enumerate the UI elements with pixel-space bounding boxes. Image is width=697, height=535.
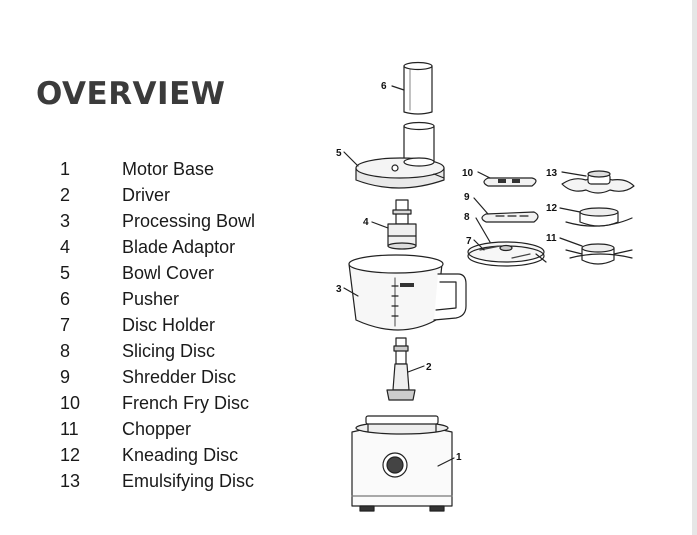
callout-1: 1 (456, 452, 462, 463)
callout-10: 10 (462, 168, 474, 179)
part-name: Shredder Disc (122, 367, 237, 387)
leader-5 (343, 151, 359, 167)
part-item: 1 Motor Base (60, 156, 255, 182)
part-number: 13 (60, 471, 81, 491)
processing-bowl-illustration (348, 254, 467, 331)
leader-13 (561, 171, 587, 177)
motor-base-illustration (351, 415, 453, 512)
part-item: 7 Disc Holder (60, 312, 255, 338)
part-name: Kneading Disc (122, 445, 239, 465)
leader-2 (407, 365, 425, 373)
bowl-cover-illustration (355, 121, 445, 189)
callout-13: 13 (546, 168, 558, 179)
emulsifying-disc-illustration (561, 170, 635, 194)
page-title: OVERVIEW (36, 76, 226, 112)
part-item: 10 French Fry Disc (60, 390, 255, 416)
callout-3: 3 (336, 284, 342, 295)
part-name: Blade Adaptor (122, 237, 236, 257)
part-item: 8 Slicing Disc (60, 338, 255, 364)
part-number: 2 (60, 185, 71, 205)
leader-4 (371, 221, 389, 229)
leader-10 (477, 171, 491, 179)
callout-2: 2 (426, 362, 432, 373)
callout-4: 4 (363, 217, 369, 228)
part-item: 11 Chopper (60, 416, 255, 442)
callout-9: 9 (464, 192, 470, 203)
part-number: 3 (60, 211, 71, 231)
french-fry-disc-illustration (483, 177, 537, 187)
part-item: 3 Processing Bowl (60, 208, 255, 234)
blade-adaptor-illustration (387, 199, 417, 250)
leader-3 (343, 287, 359, 297)
leader-12 (559, 207, 581, 213)
page-edge-strip (692, 0, 697, 535)
part-number: 6 (60, 289, 71, 309)
callout-12: 12 (546, 203, 558, 214)
part-number: 11 (60, 419, 79, 439)
part-number: 5 (60, 263, 71, 283)
callout-7: 7 (466, 236, 472, 247)
part-name: Bowl Cover (122, 263, 215, 283)
part-item: 13 Emulsifying Disc (60, 468, 255, 494)
part-item: 9 Shredder Disc (60, 364, 255, 390)
part-item: 12 Kneading Disc (60, 442, 255, 468)
callout-11: 11 (546, 233, 557, 244)
part-name: Slicing Disc (122, 341, 216, 361)
leader-9 (473, 197, 489, 215)
callout-5: 5 (336, 148, 342, 159)
shredder-disc-illustration (481, 211, 539, 223)
part-item: 6 Pusher (60, 286, 255, 312)
chopper-illustration (565, 243, 633, 265)
part-number: 9 (60, 367, 71, 387)
leader-8 (475, 217, 491, 243)
callout-8: 8 (464, 212, 470, 223)
kneading-disc-illustration (565, 207, 633, 227)
part-number: 10 (60, 393, 81, 413)
leader-1 (437, 457, 455, 467)
part-name: Processing Bowl (122, 211, 256, 231)
pusher-illustration (403, 61, 433, 115)
part-name: French Fry Disc (122, 393, 250, 413)
leader-11 (559, 237, 583, 247)
leader-7 (473, 239, 485, 251)
callout-6: 6 (381, 81, 387, 92)
part-name: Disc Holder (122, 315, 216, 335)
parts-list: 1 Motor Base 2 Driver 3 Processing Bowl 4 Bl… (60, 156, 255, 494)
part-item: 4 Blade Adaptor (60, 234, 255, 260)
part-item: 2 Driver (60, 182, 255, 208)
leader-6 (391, 85, 405, 91)
part-name: Motor Base (122, 159, 215, 179)
part-number: 7 (60, 315, 71, 335)
part-number: 4 (60, 237, 71, 257)
part-item: 5 Bowl Cover (60, 260, 255, 286)
part-name: Chopper (122, 419, 192, 439)
part-number: 8 (60, 341, 71, 361)
part-number: 1 (60, 159, 71, 179)
exploded-view-diagram: 6 5 4 3 2 (336, 61, 635, 512)
part-name: Emulsifying Disc (122, 471, 255, 491)
part-name: Driver (122, 185, 170, 205)
part-number: 12 (60, 445, 81, 465)
part-name: Pusher (122, 289, 180, 309)
disc-holder-illustration (535, 253, 547, 263)
driver-illustration (386, 337, 416, 401)
